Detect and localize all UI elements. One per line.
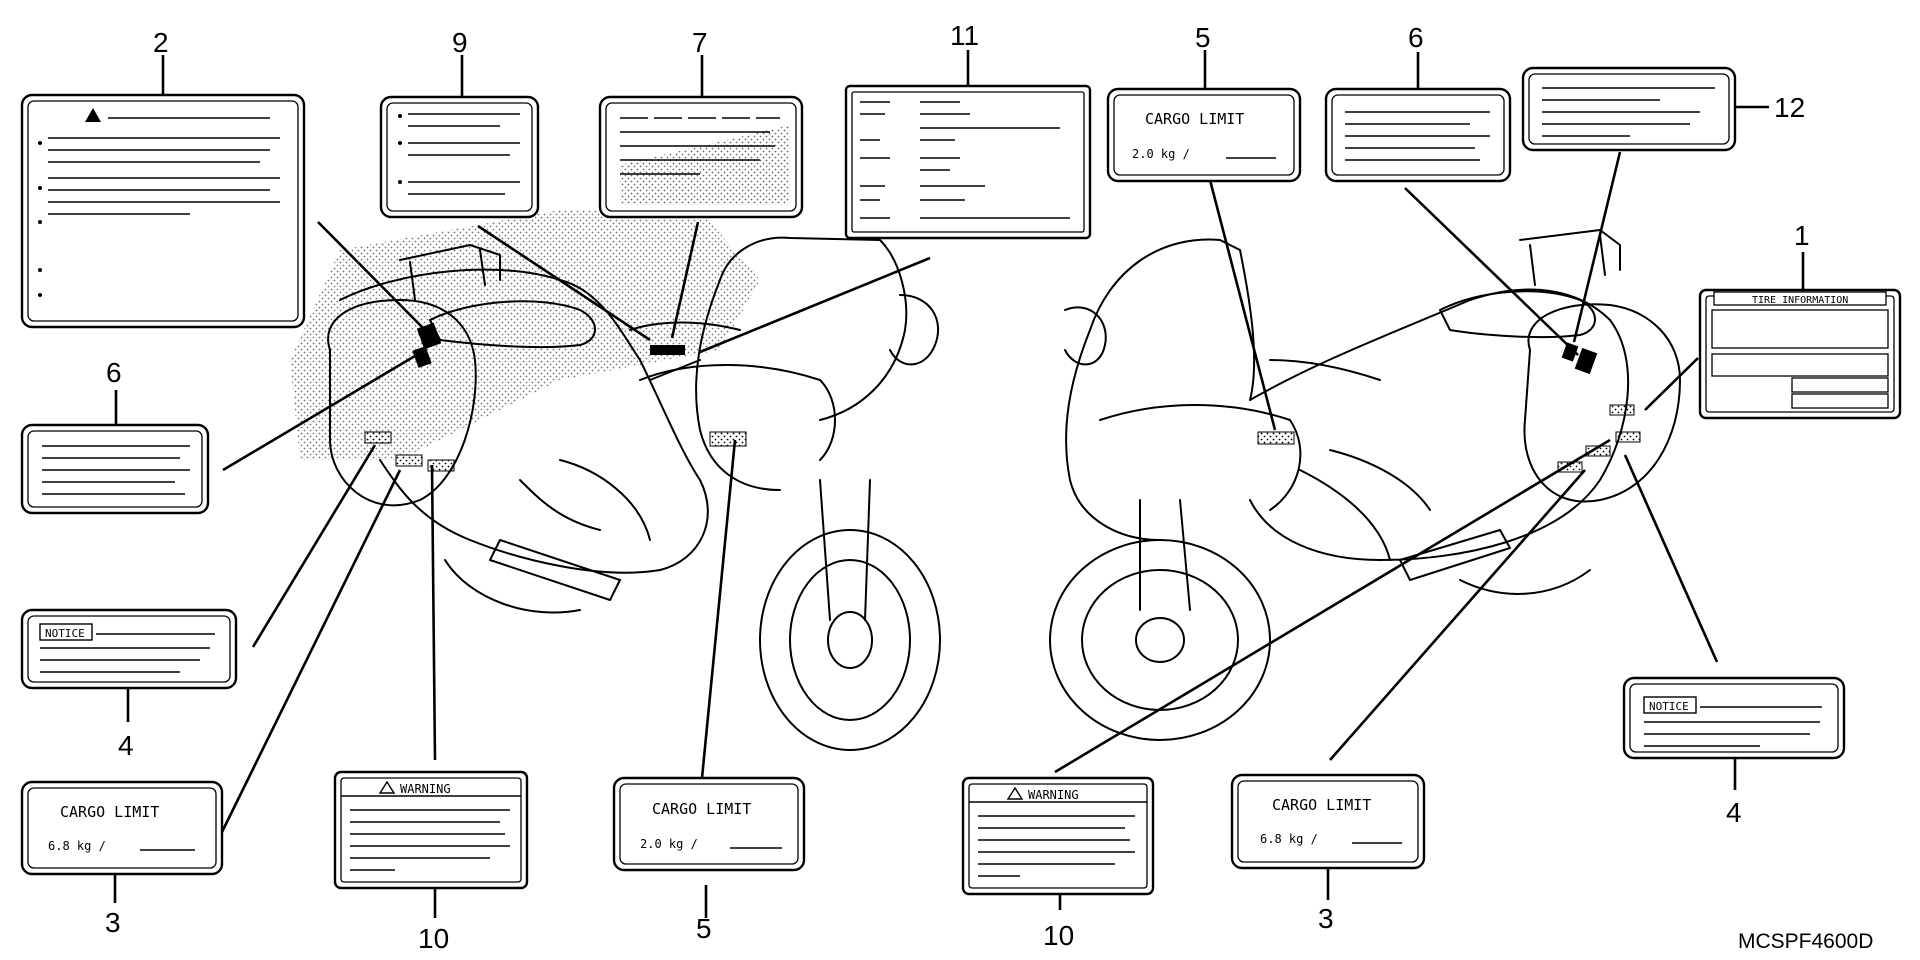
label-7 <box>598 95 804 219</box>
label-10-warning-right: WARNING <box>961 776 1155 896</box>
label-3-cargo-limit-right: CARGO LIMIT 6.8 kg / <box>1230 773 1426 870</box>
callout-number-7: 7 <box>692 27 708 58</box>
callout-number-2: 2 <box>153 27 169 58</box>
svg-text:NOTICE: NOTICE <box>45 627 85 640</box>
label-5-cargo-limit-top: CARGO LIMIT 2.0 kg / <box>1106 87 1302 183</box>
motorcycle-right-illustration <box>1049 229 1681 741</box>
motorcycle-left-illustration <box>290 210 941 751</box>
label-4-notice-right: NOTICE <box>1622 676 1846 760</box>
callout-number-12: 12 <box>1774 92 1805 123</box>
svg-text:6.8 kg /: 6.8 kg / <box>1260 832 1318 846</box>
callout-number-10-left: 10 <box>418 923 449 954</box>
callout-number-10-right: 10 <box>1043 920 1074 951</box>
svg-text:CARGO LIMIT: CARGO LIMIT <box>1272 796 1371 814</box>
callout-number-4-left: 4 <box>118 730 134 761</box>
leader-lines <box>113 50 1805 918</box>
label-1-tire-information: TIRE INFORMATION <box>1698 288 1902 420</box>
callout-number-11: 11 <box>950 20 979 51</box>
svg-text:CARGO LIMIT: CARGO LIMIT <box>60 803 159 821</box>
label-3-cargo-limit-left: CARGO LIMIT 6.8 kg / <box>20 780 224 876</box>
callout-number-5-top: 5 <box>1195 22 1211 53</box>
callout-number-3-left: 3 <box>105 907 121 938</box>
callout-number-4-right: 4 <box>1726 797 1742 828</box>
svg-text:2.0 kg /: 2.0 kg / <box>640 837 698 851</box>
label-6-top <box>1324 87 1512 183</box>
svg-text:WARNING: WARNING <box>400 782 451 796</box>
svg-text:6.8 kg /: 6.8 kg / <box>48 839 106 853</box>
svg-text:CARGO LIMIT: CARGO LIMIT <box>652 800 751 818</box>
callout-number-5-bottom: 5 <box>696 913 712 944</box>
label-6-left <box>20 423 210 515</box>
callout-number-9: 9 <box>452 27 468 58</box>
label-9 <box>379 95 540 219</box>
callout-number-6-left: 6 <box>106 357 122 388</box>
svg-text:TIRE INFORMATION: TIRE INFORMATION <box>1752 295 1848 306</box>
svg-text:2.0 kg /: 2.0 kg / <box>1132 147 1190 161</box>
label-10-warning-left: WARNING <box>333 770 529 890</box>
label-12 <box>1521 66 1737 152</box>
svg-text:WARNING: WARNING <box>1028 788 1079 802</box>
label-4-notice-left: NOTICE <box>20 608 238 690</box>
diagram-code: MCSPF4600D <box>1738 930 1873 953</box>
label-2-safety <box>20 93 306 329</box>
label-11 <box>844 84 1092 240</box>
label-5-cargo-limit-bottom: CARGO LIMIT 2.0 kg / <box>612 776 806 872</box>
callout-number-6-top: 6 <box>1408 22 1424 53</box>
svg-text:NOTICE: NOTICE <box>1649 700 1689 713</box>
callout-number-3-right: 3 <box>1318 903 1334 934</box>
svg-text:CARGO LIMIT: CARGO LIMIT <box>1145 110 1244 128</box>
callout-number-1: 1 <box>1794 220 1810 251</box>
